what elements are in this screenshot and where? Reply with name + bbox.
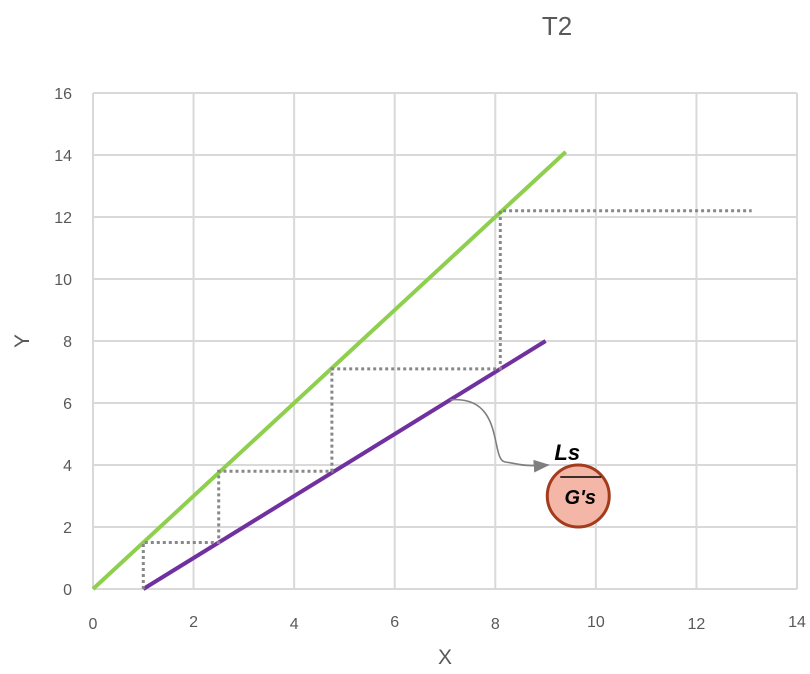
x-tick-label: 12 [688, 616, 706, 633]
series-stage-steps [141, 209, 752, 589]
x-axis-label: X [438, 646, 452, 669]
chart-title: T2 [542, 11, 572, 41]
y-axis-label: Y [11, 334, 34, 348]
y-tick-label: 10 [54, 272, 72, 289]
ratio-badge [545, 463, 611, 529]
x-tick-label: 8 [491, 616, 500, 633]
x-tick-label: 6 [390, 614, 399, 631]
series [91, 150, 752, 591]
y-tick-label: 12 [54, 210, 72, 227]
y-tick-label: 4 [63, 458, 72, 475]
grid [92, 92, 798, 590]
x-tick-label: 10 [587, 614, 605, 631]
annotation-arrow [449, 399, 550, 473]
series-operating-line [142, 339, 547, 591]
series-equilibrium-line [91, 150, 568, 591]
y-tick-label: 6 [63, 396, 72, 413]
y-tick-label: 2 [63, 520, 72, 537]
x-tick-label: 4 [290, 616, 299, 633]
tick-labels: 0 2 4 6 8 10 12 14 0 2 4 6 8 10 12 14 16 [54, 86, 806, 633]
x-tick-label: 14 [788, 614, 806, 631]
x-tick-label: 2 [189, 614, 198, 631]
annotations: LsG's [449, 399, 611, 529]
ratio-denominator: G's [565, 487, 596, 509]
y-tick-label: 8 [63, 334, 72, 351]
ratio-numerator: Ls [554, 440, 580, 465]
y-tick-label: 14 [54, 148, 72, 165]
y-tick-label: 16 [54, 86, 72, 103]
y-tick-label: 0 [63, 582, 72, 599]
x-tick-label: 0 [89, 616, 98, 633]
